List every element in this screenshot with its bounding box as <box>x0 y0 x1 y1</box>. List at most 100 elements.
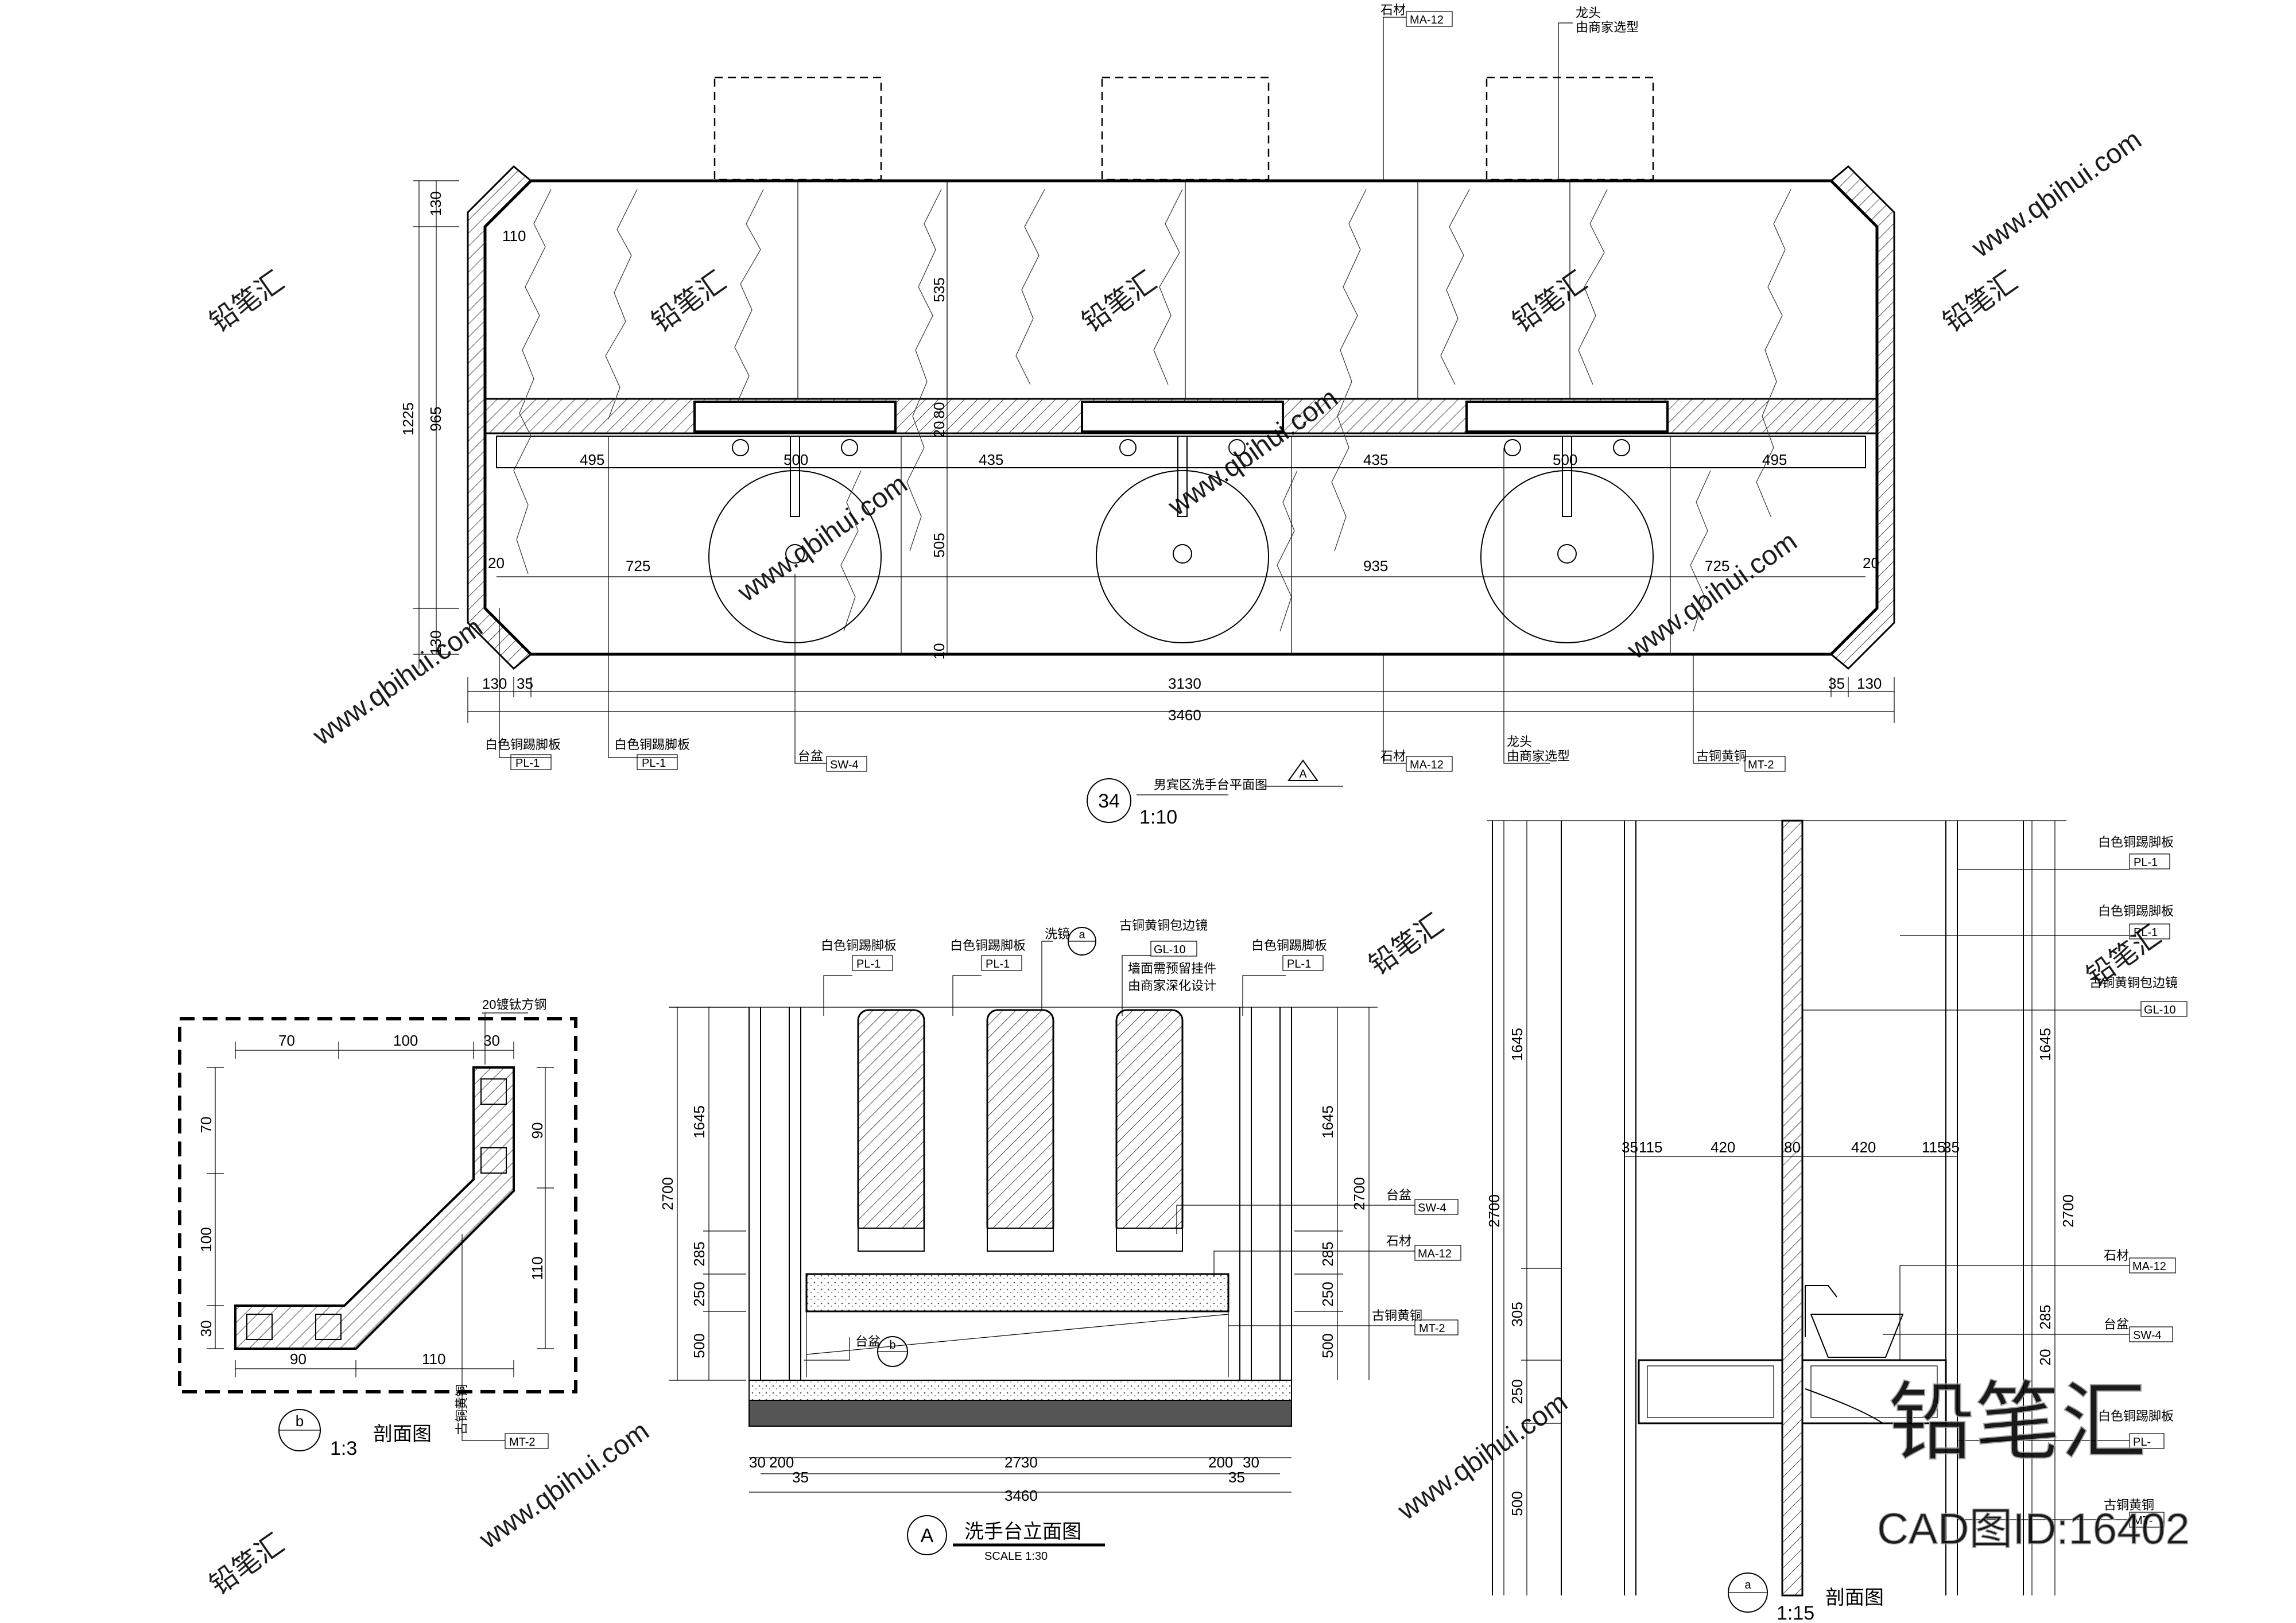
detail-b-dim-top-70: 70 <box>278 1032 295 1049</box>
elevation-title-bubble <box>907 1515 947 1555</box>
plan-dim-row1-0: 495 <box>580 451 604 468</box>
elevation-label-right-2-code: MT-2 <box>1419 1322 1445 1335</box>
plan-dim-10: 10 <box>930 643 948 660</box>
section-a-label-4: 台盆 <box>2104 1317 2129 1331</box>
detail-b-dim-right-90: 90 <box>529 1123 546 1139</box>
elevation-label-right-1: 石材 <box>1386 1234 1411 1248</box>
plan-title-bubble <box>1087 778 1131 823</box>
elevation-label-top-2: 洗镜 <box>1045 927 1070 941</box>
elevation-mirror-note-0: 墙面需预留挂件 <box>1128 961 1216 976</box>
detail-b-title: 剖面图 <box>373 1423 432 1445</box>
detail-b-dim-bottom-110: 110 <box>422 1350 445 1368</box>
plan-top-label-0-code: MA-12 <box>1410 14 1444 26</box>
elevation-mirror-3 <box>1115 1009 1184 1252</box>
section-a-dim-mid-0: 35 <box>1622 1139 1638 1156</box>
plan-dim-left-965: 965 <box>427 406 444 431</box>
plan-dim-505: 505 <box>930 533 948 557</box>
watermark-site: www.qbihui.com <box>1392 1387 1573 1527</box>
plan-top-label-1-sub: 由商家选型 <box>1576 20 1639 34</box>
elevation-label-right-1-code: MA-12 <box>1418 1248 1452 1260</box>
elevation-dim-bottom-35-r: 35 <box>1228 1469 1245 1486</box>
elevation-dim-bottom-3460: 3460 <box>1004 1487 1038 1504</box>
section-a-mark-icon: a <box>1728 1572 1768 1613</box>
watermark-site: www.qbihui.com <box>1622 526 1802 666</box>
elevation-dim-right-250: 250 <box>1319 1282 1336 1306</box>
section-a-label-2-code: GL-10 <box>2144 1004 2176 1016</box>
elevation-bottom-note: 台盆 <box>855 1334 881 1349</box>
detail-b-dim-left-70: 70 <box>197 1117 215 1133</box>
elevation-mark-b-icon: b <box>877 1336 908 1367</box>
plan-mirror-outline-1 <box>713 76 882 181</box>
plan-dim-20: 20 <box>930 421 948 438</box>
plan-dim-row2-4: 20 <box>1863 554 1879 572</box>
plan-dim-row2-0: 20 <box>488 554 505 572</box>
elevation-a: 2700 1645 285 250 500 1645 2700 285 250 … <box>659 918 1461 1563</box>
plan-dim-row1-1: 500 <box>784 451 808 468</box>
elevation-label-top-3: 古铜黄铜包边镜 <box>1119 918 1208 933</box>
plan-label-3: 石材 <box>1380 749 1406 763</box>
plan-mirror-outline-2 <box>1101 76 1270 181</box>
elevation-scale: SCALE 1:30 <box>984 1550 1048 1563</box>
svg-text:a: a <box>1744 1579 1751 1591</box>
elevation-mark-a-icon: a <box>1068 927 1096 956</box>
plan-dim-row1-4: 500 <box>1553 451 1577 468</box>
plan-marble-veins <box>513 189 1791 632</box>
watermark-brand: 铅笔汇 <box>1364 908 1449 981</box>
section-a-dim-left-305: 305 <box>1508 1302 1526 1326</box>
plan-top-label-1: 龙头 <box>1576 6 1601 20</box>
section-a-dim-right-20: 20 <box>2037 1349 2054 1366</box>
section-a-scale: 1:15 <box>1777 1602 1814 1623</box>
elevation-label-top-1: 白色铜踢脚板 <box>950 938 1026 953</box>
section-a-dim-right-2700: 2700 <box>2060 1194 2077 1228</box>
plan-label-2: 台盆 <box>798 749 823 763</box>
elevation-dim-left-2700: 2700 <box>659 1177 676 1210</box>
plan-title: 男宾区洗手台平面图 <box>1154 778 1267 792</box>
section-a-dim-mid-5: 115 <box>1922 1139 1945 1156</box>
section-a-dim-left-1645: 1645 <box>1508 1028 1526 1061</box>
plan-label-5-code: MT-2 <box>1748 759 1774 771</box>
elevation-dim-left-500: 500 <box>691 1333 708 1358</box>
plan-dim-bottom-35-r: 35 <box>1828 675 1845 692</box>
watermark-brand: 铅笔汇 <box>1938 266 2023 338</box>
plan-dim-bottom-3130: 3130 <box>1168 675 1201 692</box>
plan-mirror-outline-3 <box>1486 76 1654 181</box>
elevation-dim-bottom-2730: 2730 <box>1004 1454 1038 1471</box>
detail-b-dim-left-30: 30 <box>197 1321 215 1337</box>
section-a-dim-left-250: 250 <box>1508 1379 1526 1404</box>
plan-label-0: 白色铜踢脚板 <box>485 737 561 752</box>
elevation-label-top-4-code: PL-1 <box>1287 958 1311 970</box>
plan-dim-left-1225: 1225 <box>400 402 417 436</box>
plan-dim-row2-2: 935 <box>1363 557 1388 574</box>
svg-text:b: b <box>889 1339 895 1352</box>
plan-label-1: 白色铜踢脚板 <box>614 737 690 752</box>
elevation-counter <box>805 1273 1230 1313</box>
section-a-dim-right-1645: 1645 <box>2037 1028 2054 1061</box>
plan-label-3-code: MA-12 <box>1410 759 1444 771</box>
detail-b: 20镀钛方钢 70 100 30 70 100 30 90 110 <box>178 997 577 1459</box>
elevation-label-top-0-code: PL-1 <box>856 958 881 970</box>
section-a-basin <box>1810 1314 1904 1358</box>
elevation-dim-bottom-200-r: 200 <box>1208 1454 1233 1471</box>
elevation-dim-right-285: 285 <box>1319 1241 1336 1266</box>
elevation-label-right-2: 古铜黄铜 <box>1372 1309 1422 1323</box>
detail-b-top-note: 20镀钛方钢 <box>482 997 546 1012</box>
watermark-site: www.qbihui.com <box>732 469 913 608</box>
elevation-label-right-0-code: SW-4 <box>1418 1202 1446 1214</box>
section-a-label-0: 白色铜踢脚板 <box>2098 835 2174 849</box>
section-a-label-1: 白色铜踢脚板 <box>2098 904 2174 918</box>
elevation-mirror-2 <box>986 1009 1054 1252</box>
plan-dim-row2-1: 725 <box>626 557 650 574</box>
elevation-label-top-1-code: PL-1 <box>986 958 1010 970</box>
detail-b-profile <box>234 1066 515 1350</box>
section-a-dim-left-2700: 2700 <box>1486 1194 1503 1228</box>
watermark-id: CAD图ID:16402 <box>1877 1505 2190 1554</box>
section-a-label-5: 白色铜踢脚板 <box>2098 1409 2174 1423</box>
detail-b-label: 古铜黄铜 <box>455 1384 469 1435</box>
detail-b-dim-top-100: 100 <box>393 1032 418 1049</box>
detail-b-dim-right-110: 110 <box>529 1256 546 1280</box>
section-a-label-6-code: MT- <box>2133 1515 2152 1527</box>
watermark-brand: 铅笔汇 <box>1077 266 1162 338</box>
elevation-mirror-1 <box>857 1009 925 1252</box>
plan-dim-bottom-130-r: 130 <box>1857 675 1882 692</box>
